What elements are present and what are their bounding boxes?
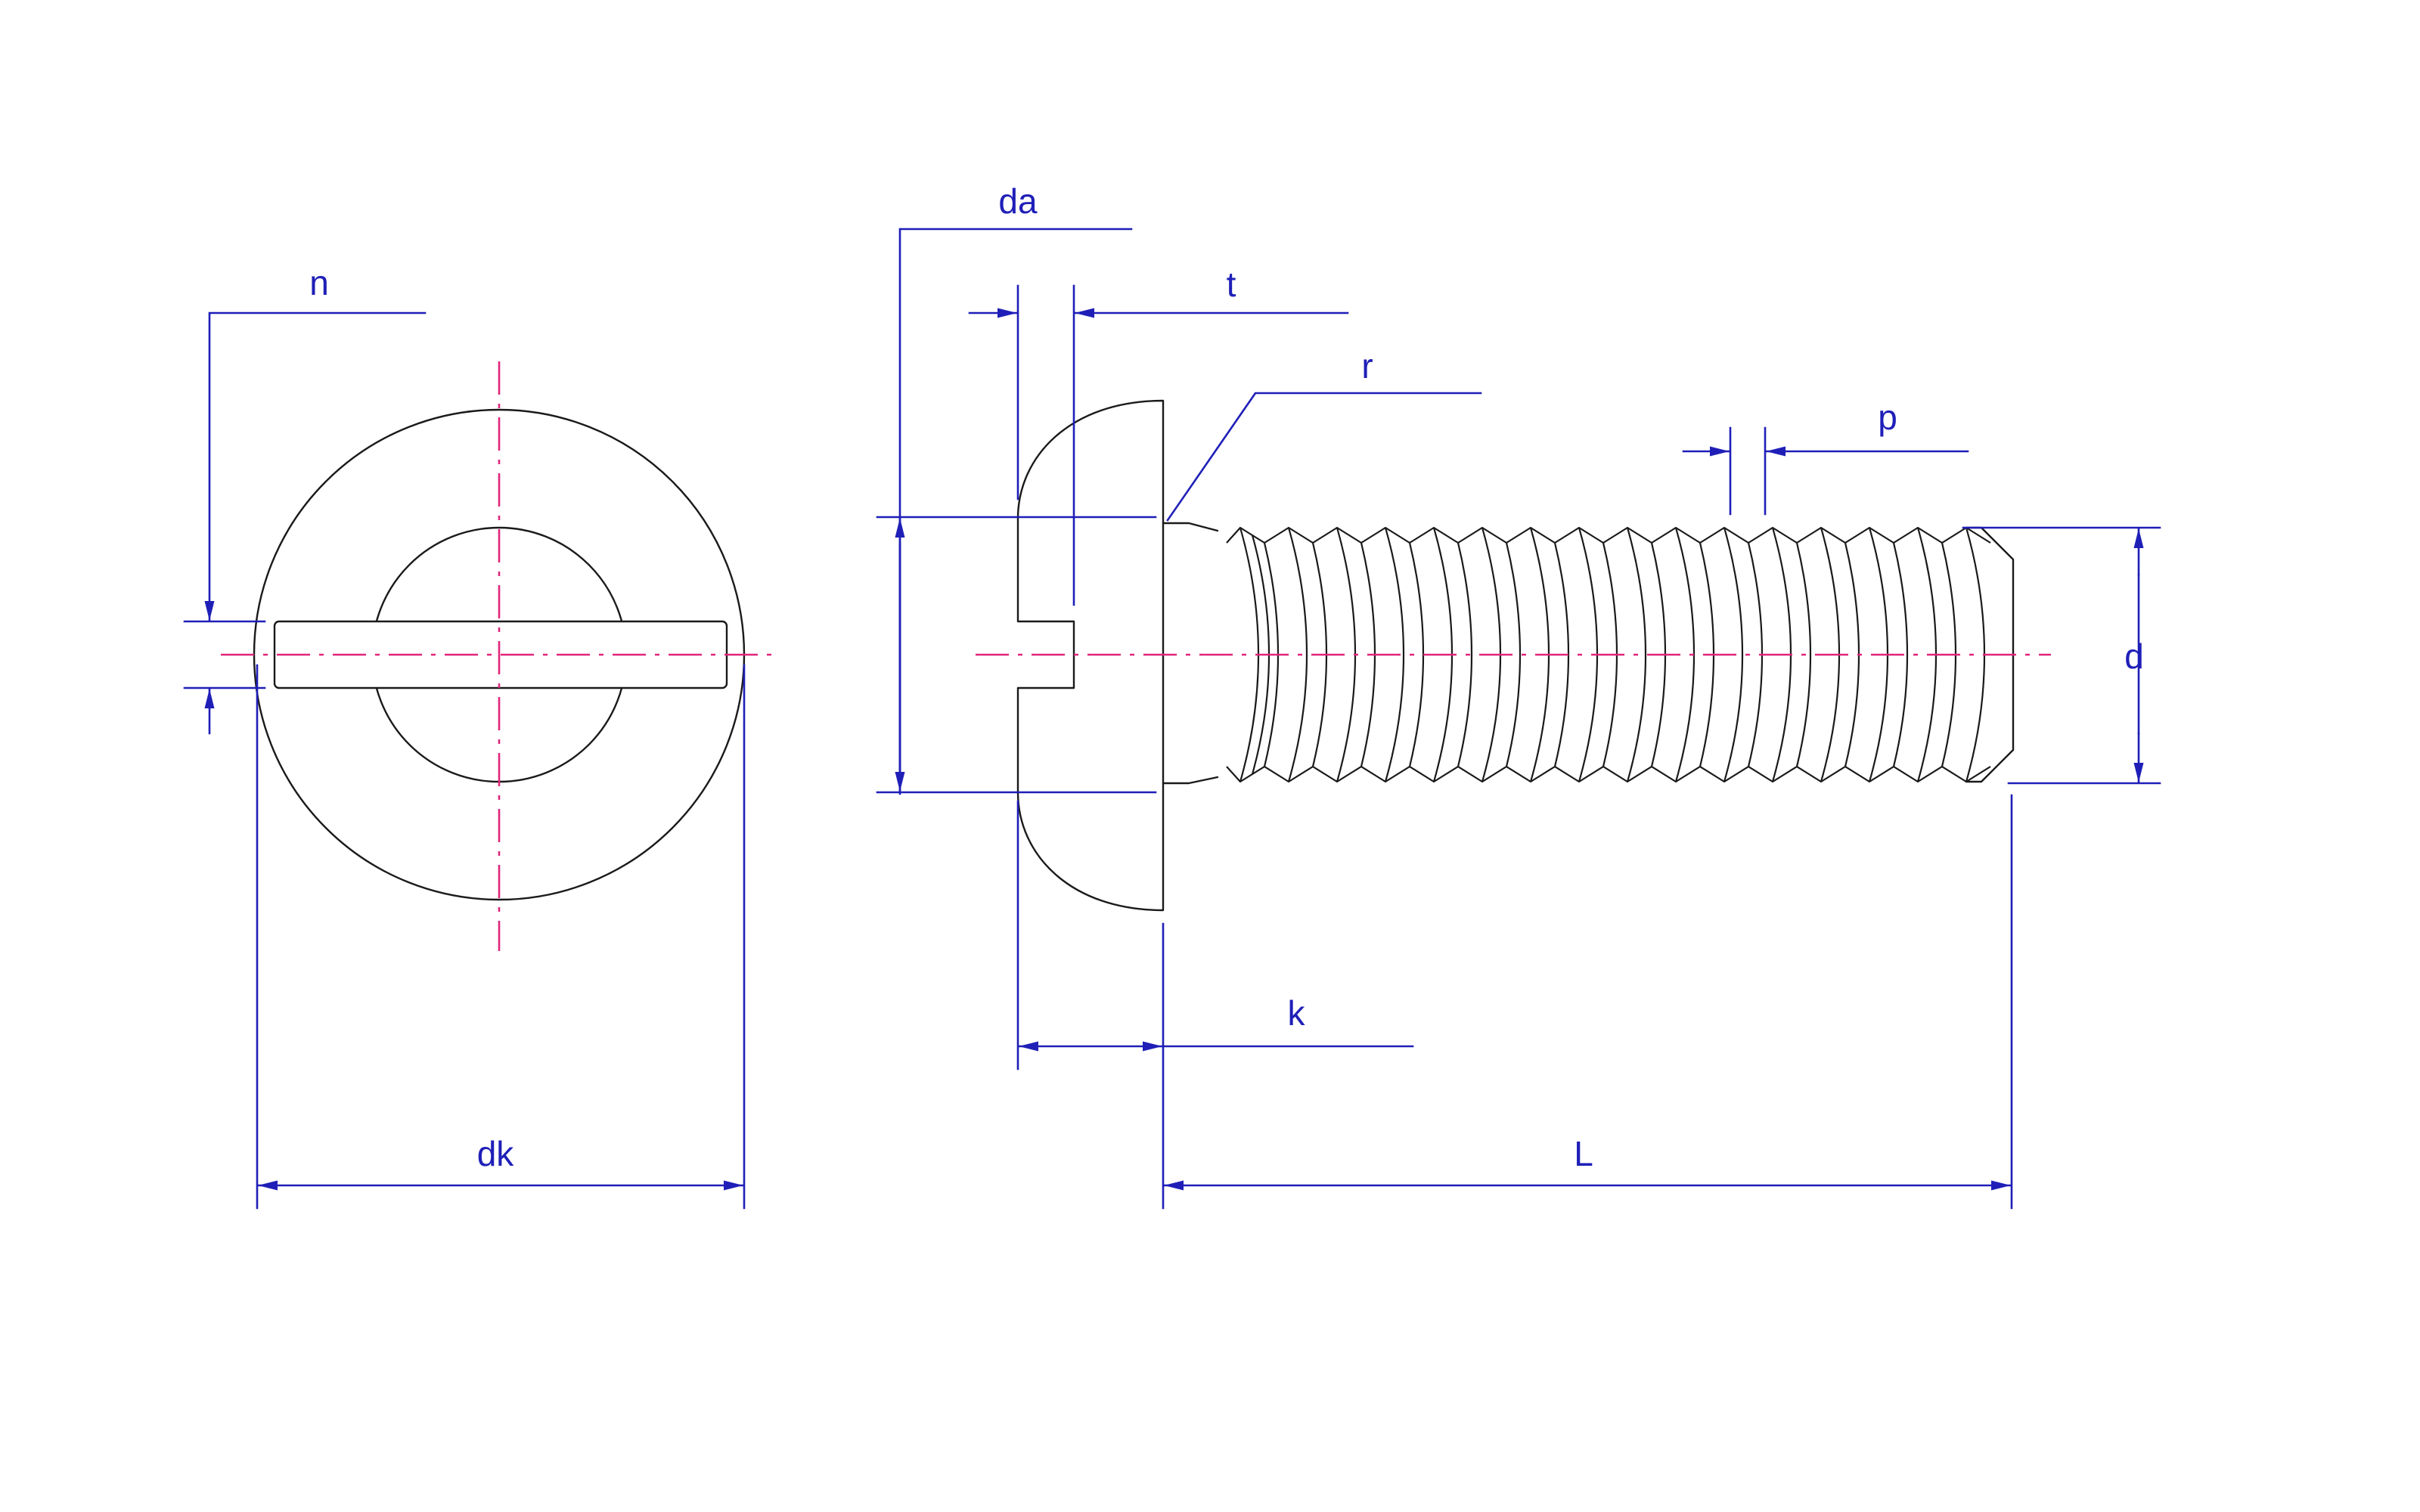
label-n: n — [309, 263, 329, 302]
front-view: n dk — [183, 263, 779, 1210]
dimension-d: d — [1962, 526, 2161, 785]
head-profile — [1016, 399, 1165, 912]
label-d: d — [2124, 637, 2144, 676]
label-t: t — [1227, 265, 1236, 304]
label-dk: dk — [477, 1134, 515, 1173]
label-r: r — [1361, 346, 1373, 386]
label-L: L — [1574, 1134, 1593, 1173]
dimension-p: p — [1682, 398, 1969, 516]
dimension-L: L — [1162, 794, 2013, 1210]
dimension-k: k — [1016, 800, 1414, 1210]
dimension-n: n — [183, 263, 427, 735]
side-view: da t r p d — [876, 181, 2161, 1210]
shank-neck — [1162, 522, 1219, 785]
label-p: p — [1878, 398, 1897, 437]
dimension-dk: dk — [256, 664, 746, 1210]
label-da: da — [998, 181, 1038, 221]
dimension-da: da — [876, 181, 1157, 795]
dimension-r: r — [1166, 346, 1482, 522]
label-k: k — [1288, 993, 1306, 1033]
dimension-t: t — [968, 265, 1349, 606]
